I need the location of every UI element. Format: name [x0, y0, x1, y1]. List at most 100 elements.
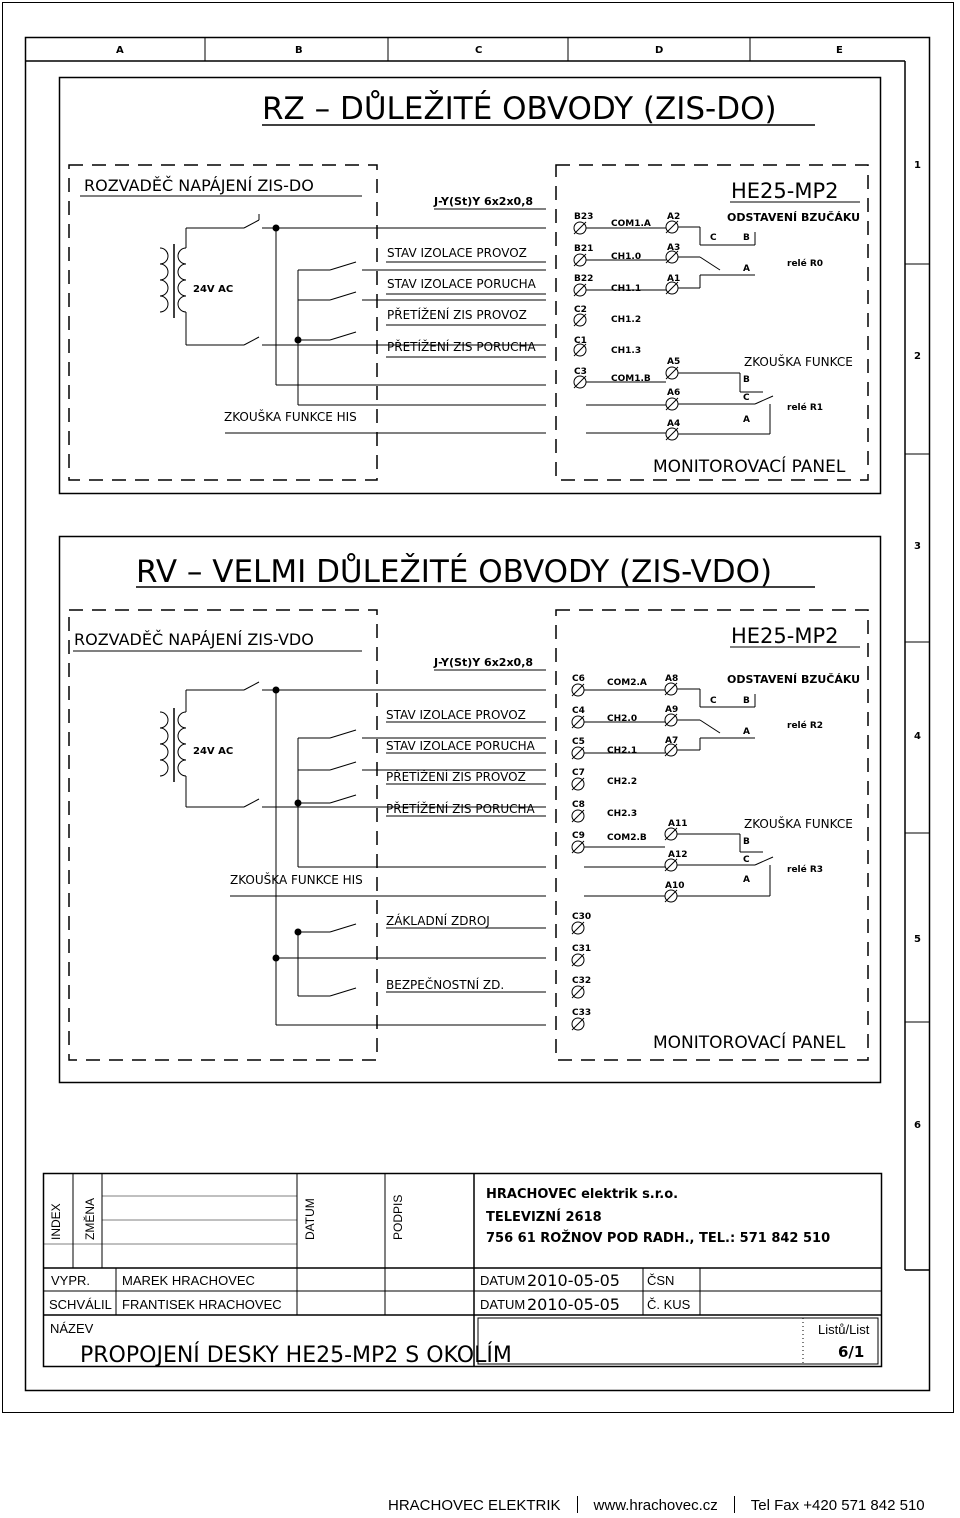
extra-terminal-4: C33 [572, 1008, 591, 1018]
csn-label: ČSN [647, 1273, 674, 1288]
col-label-a: A [116, 45, 124, 56]
section-rz: RZ – DŮLEŽITÉ OBVODY (ZIS-DO) ROZVADĚČ N… [58, 76, 882, 495]
aterm-rv-3: A7 [665, 736, 678, 746]
terminal-rz-2: B21 [574, 244, 593, 254]
channel-rv-2: CH2.0 [607, 714, 637, 724]
extra-terminal-3: C32 [572, 976, 591, 986]
footer-company: HRACHOVEC ELEKTRIK [388, 1497, 561, 1514]
terminal-rz-3: B22 [574, 274, 593, 284]
aterm-rz-6: A4 [667, 419, 680, 429]
signal-rv-4: PŘETÍŽENÍ ZIS PORUCHA [386, 801, 536, 816]
channel-rz-3: CH1.1 [611, 284, 641, 294]
approved-name: FRANTISEK HRACHOVEC [122, 1297, 282, 1312]
aterm-rz-3: A1 [667, 274, 680, 284]
aterm-rz-4: A5 [667, 357, 680, 367]
channel-rz-4: CH1.2 [611, 315, 641, 325]
footer-separator [576, 1496, 578, 1513]
sheets-label: Listů/List [818, 1322, 870, 1337]
aterm-rv-4: A11 [668, 819, 688, 829]
relay-r1-label: relé R1 [787, 402, 823, 413]
ckus-label: Č. KUS [647, 1297, 691, 1312]
test-label-rv: ZKOUŠKA FUNKCE HIS [230, 872, 363, 887]
right-title-rz: HE25-MP2 [731, 179, 839, 203]
signal-rv-2: STAV IZOLACE PORUCHA [386, 739, 536, 753]
contact-b-rz-r1: B [743, 375, 750, 385]
relay-r2-label: relé R2 [787, 720, 823, 731]
name-label: NÁZEV [50, 1321, 94, 1336]
row-label-2: 2 [914, 351, 921, 362]
row-label-1: 1 [914, 160, 921, 171]
company-name: HRACHOVEC elektrik s.r.o. [486, 1187, 678, 1202]
section-rv: RV – VELMI DŮLEŽITÉ OBVODY (ZIS-VDO) ROZ… [58, 535, 882, 1084]
col-label-b: B [295, 45, 303, 56]
contact-b-rv-r3: B [743, 837, 750, 847]
left-box-title-rv: ROZVADĚČ NAPÁJENÍ ZIS-VDO [74, 630, 314, 649]
footer-web[interactable]: www.hrachovec.cz [593, 1497, 718, 1514]
contact-b-rz-r0: B [743, 233, 750, 243]
channel-rz-1: COM1.A [611, 219, 651, 229]
col-index: INDEX [49, 1203, 63, 1240]
approved-label: SCHVÁLIL [49, 1297, 112, 1312]
contact-a-rz-r1: A [743, 415, 750, 425]
footer-separator [733, 1496, 735, 1513]
channel-rv-6: COM2.B [607, 833, 647, 843]
signal-rz-1: STAV IZOLACE PROVOZ [387, 246, 527, 260]
contact-a-rz-r0: A [743, 264, 750, 274]
company-city: 756 61 ROŽNOV POD RADH., TEL.: 571 842 5… [486, 1230, 830, 1246]
terminal-rv-2: C4 [572, 706, 585, 716]
relay-r3-label: relé R3 [787, 864, 823, 875]
col-sign: PODPIS [391, 1195, 405, 1240]
aterm-rz-5: A6 [667, 388, 680, 398]
terminal-rv-4: C7 [572, 768, 585, 778]
signal-rz-3: PŘETÍŽENÍ ZIS PROVOZ [387, 307, 527, 322]
left-box-title-rz: ROZVADĚČ NAPÁJENÍ ZIS-DO [84, 176, 314, 195]
test-label-rz: ZKOUŠKA FUNKCE HIS [224, 409, 357, 424]
outer-border [2, 2, 954, 1413]
contact-a-rv-r3: A [743, 875, 750, 885]
channel-rz-2: CH1.0 [611, 252, 641, 262]
contact-b-rv-r2: B [743, 696, 750, 706]
row-label-4: 4 [914, 731, 921, 742]
date-value-1: 2010-05-05 [527, 1271, 620, 1290]
col-date: DATUM [303, 1198, 317, 1240]
contact-c-rv-r2: C [710, 696, 717, 706]
row-label-6: 6 [914, 1120, 921, 1131]
terminal-rv-6: C9 [572, 831, 585, 841]
channel-rz-5: CH1.3 [611, 346, 641, 356]
panel-label-rz: MONITOROVACÍ PANEL [653, 455, 846, 477]
buzzer-label-rv: ODSTAVENÍ BZUČÁKU [727, 673, 860, 686]
terminal-rz-4: C2 [574, 305, 587, 315]
drawn-label: VYPR. [51, 1273, 90, 1288]
row-label-3: 3 [914, 541, 921, 552]
channel-rv-1: COM2.A [607, 678, 647, 688]
aterm-rv-5: A12 [668, 850, 688, 860]
right-title-rv: HE25-MP2 [731, 624, 839, 648]
contact-a-rv-r2: A [743, 727, 750, 737]
inner-frame [24, 36, 931, 1392]
terminal-rv-5: C8 [572, 800, 585, 810]
relay-r0-label: relé R0 [787, 258, 823, 269]
terminal-rv-3: C5 [572, 737, 585, 747]
contact-c-rz-r1: C [743, 393, 750, 403]
col-change: ZMĚNA [82, 1198, 97, 1240]
contact-c-rv-r3: C [743, 855, 750, 865]
drawing-name: PROPOJENÍ DESKY HE25-MP2 S OKOLÍM [80, 1342, 512, 1368]
col-label-d: D [655, 45, 663, 56]
test-func-rz: ZKOUŠKA FUNKCE [744, 354, 853, 369]
cable-label-rv: J-Y(St)Y 6x2x0,8 [433, 656, 533, 669]
signal-rv-3: PŘETÍŽENÍ ZIS PROVOZ [386, 769, 526, 784]
panel-label-rv: MONITOROVACÍ PANEL [653, 1031, 846, 1053]
sheets-value: 6/1 [838, 1343, 864, 1361]
channel-rv-4: CH2.2 [607, 777, 637, 787]
section-title-rv: RV – VELMI DŮLEŽITÉ OBVODY (ZIS-VDO) [136, 553, 772, 590]
signal-rz-2: STAV IZOLACE PORUCHA [387, 277, 537, 291]
section-title-rz: RZ – DŮLEŽITÉ OBVODY (ZIS-DO) [262, 90, 777, 127]
cable-label-rz: J-Y(St)Y 6x2x0,8 [433, 195, 533, 208]
drawn-name: MAREK HRACHOVEC [122, 1273, 255, 1288]
row-label-5: 5 [914, 934, 921, 945]
terminal-rz-5: C1 [574, 336, 587, 346]
col-label-e: E [836, 45, 843, 56]
signal-rv-1: STAV IZOLACE PROVOZ [386, 708, 526, 722]
